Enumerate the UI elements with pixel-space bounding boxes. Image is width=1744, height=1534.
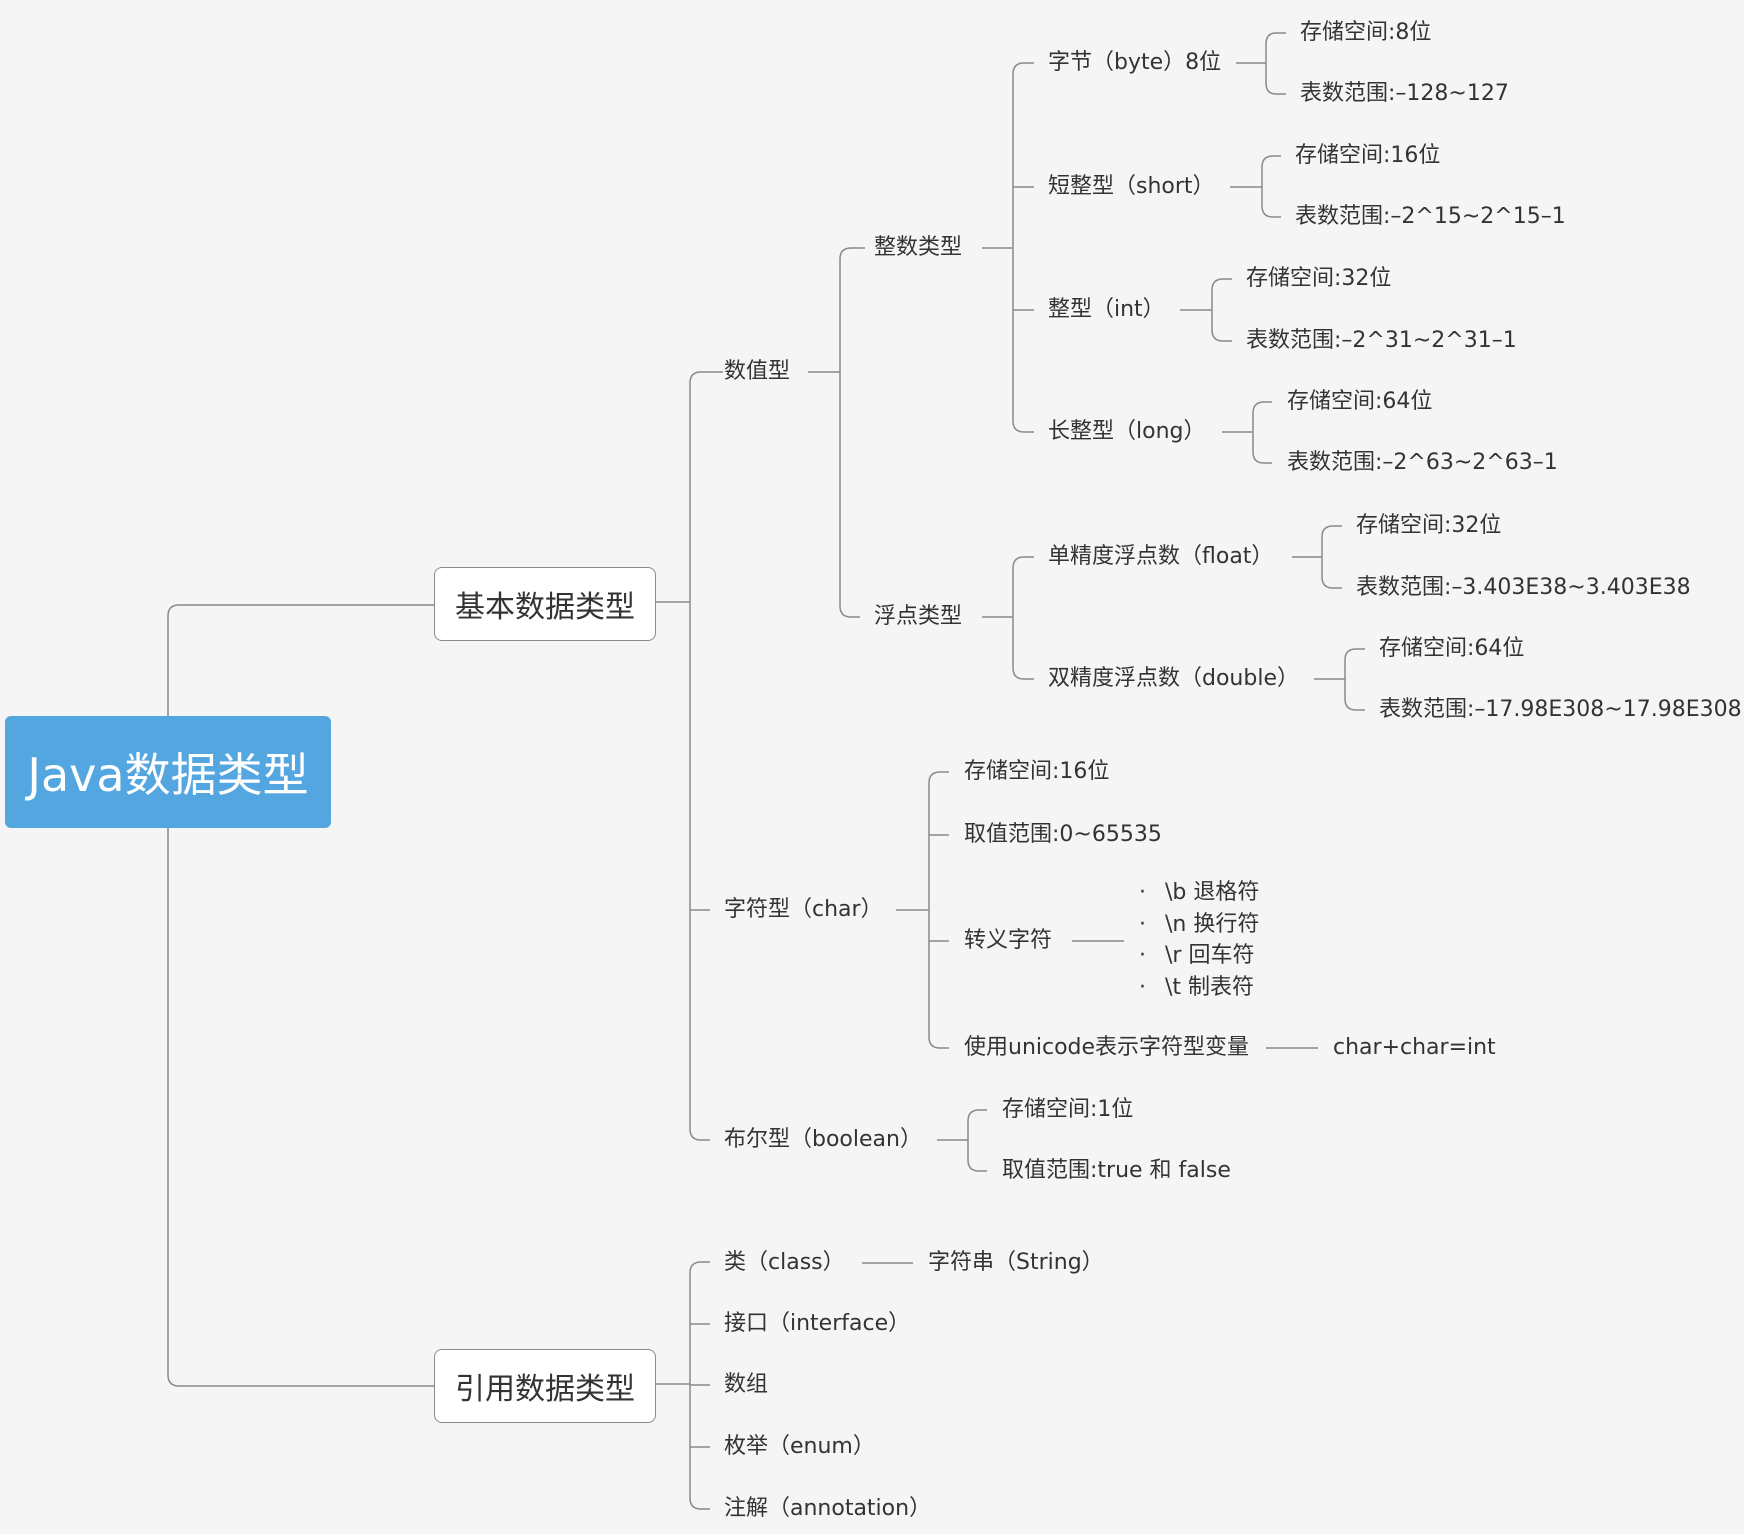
long-storage: 存储空间:64位 — [1287, 389, 1433, 414]
numeric-node[interactable]: 数值型 — [724, 359, 791, 384]
int-range: 表数范围:–2^31~2^31–1 — [1246, 328, 1517, 353]
long-range: 表数范围:–2^63~2^63–1 — [1287, 450, 1558, 475]
char-range: 取值范围:0~65535 — [964, 822, 1162, 847]
bullet-dot: · — [1139, 943, 1146, 968]
boolean-node[interactable]: 布尔型（boolean） — [724, 1127, 922, 1152]
double-node[interactable]: 双精度浮点数（double） — [1048, 666, 1299, 691]
double-range: 表数范围:–17.98E308~17.98E308 — [1379, 697, 1742, 722]
integer-node[interactable]: 整数类型 — [874, 235, 963, 260]
bullet-dot: · — [1139, 975, 1146, 1000]
interface-node[interactable]: 接口（interface） — [724, 1311, 911, 1336]
float-types-node[interactable]: 浮点类型 — [874, 604, 963, 629]
long-node[interactable]: 长整型（long） — [1048, 419, 1206, 444]
array-node[interactable]: 数组 — [724, 1372, 769, 1397]
float-range: 表数范围:–3.403E38~3.403E38 — [1356, 575, 1691, 600]
reference-types-node[interactable]: 引用数据类型 — [434, 1349, 656, 1423]
byte-node[interactable]: 字节（byte）8位 — [1048, 50, 1222, 75]
escape-item: \t 制表符 — [1165, 975, 1255, 1000]
escape-item: \b 退格符 — [1165, 880, 1260, 905]
short-range: 表数范围:–2^15~2^15–1 — [1295, 204, 1566, 229]
unicode-node[interactable]: 使用unicode表示字符型变量 — [964, 1035, 1250, 1060]
bullet-dot: · — [1139, 912, 1146, 937]
enum-node[interactable]: 枚举（enum） — [724, 1434, 875, 1459]
unicode-note: char+char=int — [1333, 1035, 1496, 1060]
root-node[interactable]: Java数据类型 — [5, 716, 331, 828]
boolean-range: 取值范围:true 和 false — [1002, 1158, 1231, 1183]
byte-storage: 存储空间:8位 — [1300, 20, 1432, 45]
bullet-dot: · — [1139, 880, 1146, 905]
escape-node[interactable]: 转义字符 — [964, 928, 1053, 953]
class-node[interactable]: 类（class） — [724, 1250, 845, 1275]
float-storage: 存储空间:32位 — [1356, 513, 1502, 538]
int-node[interactable]: 整型（int） — [1048, 297, 1165, 322]
boolean-storage: 存储空间:1位 — [1002, 1097, 1134, 1122]
byte-range: 表数范围:–128~127 — [1300, 81, 1509, 106]
annotation-node[interactable]: 注解（annotation） — [724, 1496, 932, 1521]
escape-item: \n 换行符 — [1165, 912, 1260, 937]
float-node[interactable]: 单精度浮点数（float） — [1048, 544, 1274, 569]
basic-types-node[interactable]: 基本数据类型 — [434, 567, 656, 641]
short-node[interactable]: 短整型（short） — [1048, 174, 1215, 199]
char-node[interactable]: 字符型（char） — [724, 897, 883, 922]
int-storage: 存储空间:32位 — [1246, 266, 1392, 291]
double-storage: 存储空间:64位 — [1379, 636, 1525, 661]
char-storage: 存储空间:16位 — [964, 759, 1110, 784]
short-storage: 存储空间:16位 — [1295, 143, 1441, 168]
string-node[interactable]: 字符串（String） — [928, 1250, 1104, 1275]
escape-item: \r 回车符 — [1165, 943, 1255, 968]
